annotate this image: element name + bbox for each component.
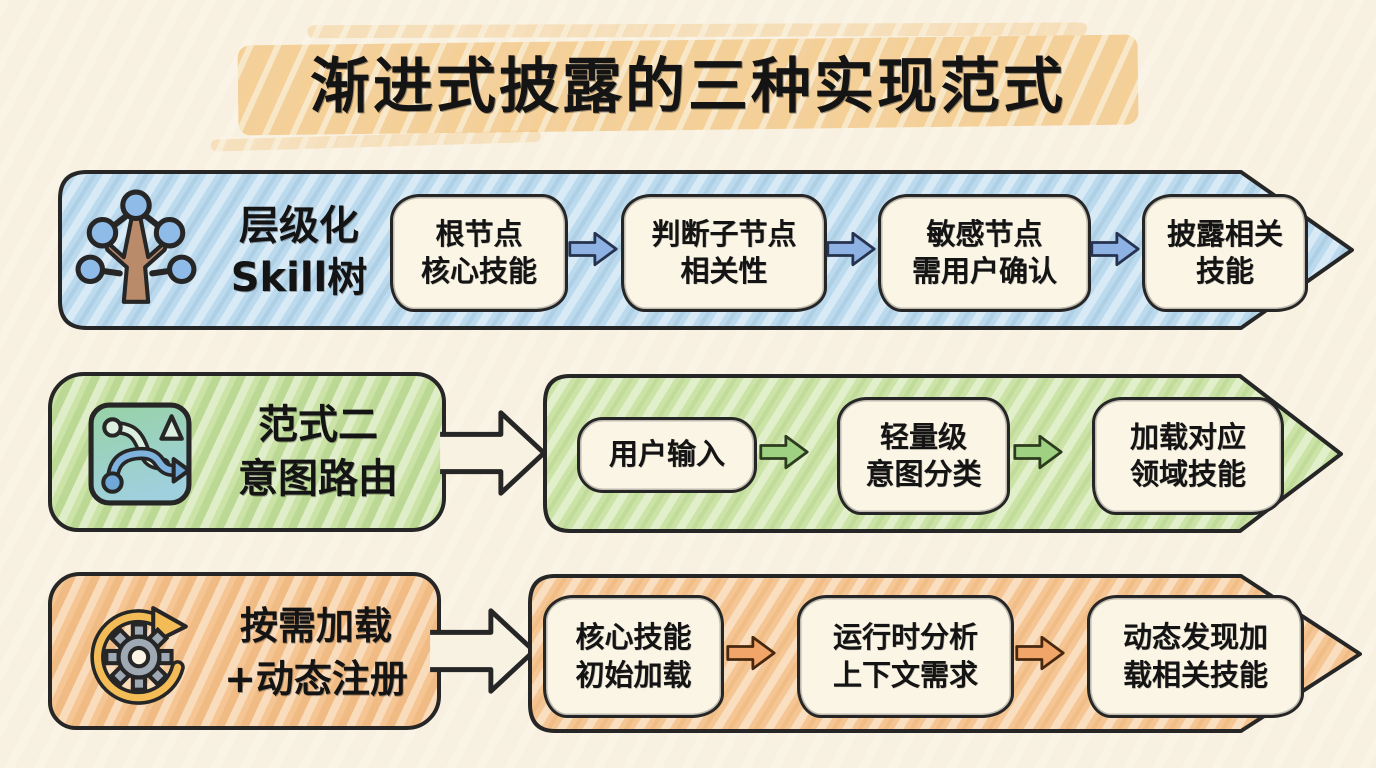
step-box: 轻量级 意图分类 (837, 397, 1010, 515)
diagram-title: 渐进式披露的三种实现范式 (310, 52, 1066, 122)
gear-refresh-icon (90, 606, 188, 705)
step-arrow-icon (1090, 231, 1140, 267)
band-label: 范式二 意图路由 (238, 402, 398, 502)
step-arrow-icon (568, 231, 618, 267)
step-box: 判断子节点 相关性 (621, 194, 827, 312)
band-hierarchical-skill-tree: 层级化 Skill树 根节点 核心技能 判断子节点 相关性 敏感节点 需用户确认… (55, 168, 1357, 332)
step-arrow-icon (1013, 434, 1063, 470)
step-box: 加载对应 领域技能 (1092, 397, 1284, 515)
band-label: 层级化 Skill树 (230, 203, 368, 301)
step-arrow-icon (726, 635, 776, 671)
step-arrow-icon (826, 231, 876, 267)
step-arrow-icon (759, 434, 809, 470)
band-intent-routing-label-box: 范式二 意图路由 (48, 372, 446, 532)
step-box: 根节点 核心技能 (390, 194, 568, 312)
step-box: 披露相关 技能 (1142, 194, 1308, 312)
intent-route-icon (88, 402, 192, 506)
step-box: 敏感节点 需用户确认 (878, 194, 1091, 312)
skill-tree-icon (75, 189, 197, 304)
band-intent-routing: 用户输入 轻量级 意图分类 加载对应 领域技能 (540, 372, 1346, 535)
flow-arrow-icon (430, 608, 537, 694)
step-box: 动态发现加 载相关技能 (1087, 595, 1304, 718)
step-box: 用户输入 (577, 417, 757, 493)
band-on-demand-loading: 核心技能 初始加载 运行时分析 上下文需求 动态发现加 载相关技能 (525, 572, 1365, 735)
flow-arrow-icon (440, 410, 547, 496)
step-arrow-icon (1015, 635, 1065, 671)
band-label: 按需加载 +动态注册 (224, 604, 408, 702)
step-box: 运行时分析 上下文需求 (797, 595, 1014, 718)
band-on-demand-label-box: 按需加载 +动态注册 (48, 572, 441, 730)
step-box: 核心技能 初始加载 (543, 595, 724, 718)
